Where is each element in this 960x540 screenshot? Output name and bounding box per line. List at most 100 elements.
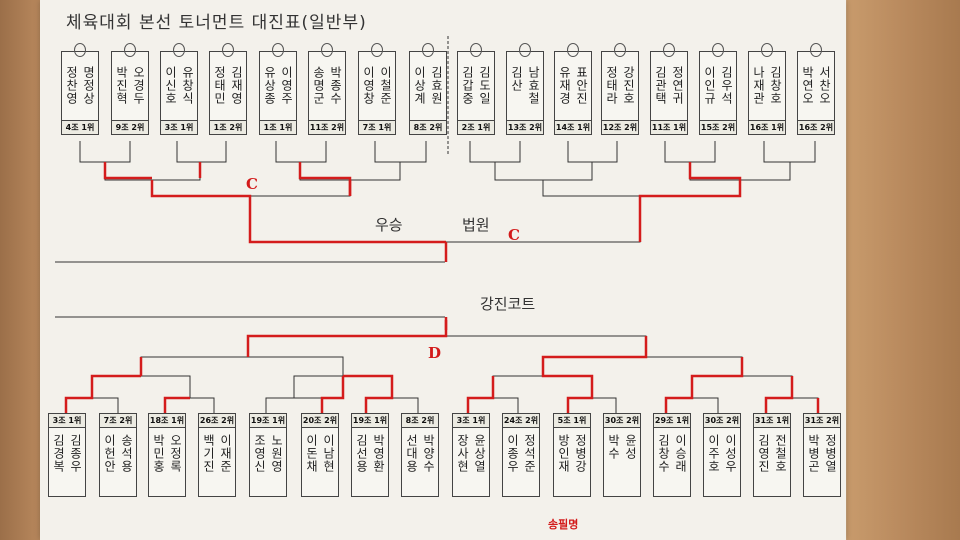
player-name: 박병곤 (806, 434, 821, 473)
ring-hole-icon (272, 43, 284, 57)
player-name: 이헌안 (102, 434, 117, 473)
player-name: 정병열 (823, 434, 838, 473)
ring-hole-icon (422, 43, 434, 57)
player-name: 이남현 (321, 434, 336, 473)
player-name: 이상계 (412, 66, 427, 105)
player-name: 박양수 (421, 434, 436, 473)
player-name: 김산 (509, 66, 524, 92)
player-name: 이인규 (702, 66, 717, 105)
player-name: 정태라 (604, 66, 619, 105)
player-name: 김창호 (768, 66, 783, 105)
player-name: 박민홍 (151, 434, 166, 473)
player-name: 김재영 (229, 66, 244, 105)
player-name: 이영주 (279, 66, 294, 105)
seed-label: 30조 2위 (704, 414, 740, 428)
player-name: 박영환 (371, 434, 386, 473)
seed-label: 7조 1위 (359, 120, 395, 134)
player-name: 이성우 (723, 434, 738, 473)
player-name: 김경복 (51, 434, 66, 473)
ring-hole-icon (519, 43, 531, 57)
player-name: 나재관 (751, 66, 766, 105)
player-name: 정석준 (522, 434, 537, 473)
player-name: 김갑중 (460, 66, 475, 105)
player-name: 표안진 (574, 66, 589, 105)
seed-label: 8조 2위 (402, 414, 438, 428)
seed-label: 20조 2위 (302, 414, 338, 428)
player-name: 이철준 (378, 66, 393, 105)
player-name: 이재준 (218, 434, 233, 473)
player-name: 조영신 (252, 434, 267, 473)
player-name: 김창수 (656, 434, 671, 473)
handwritten-mark-c1: C (246, 175, 258, 193)
seed-label: 2조 1위 (458, 120, 494, 134)
player-name: 윤상열 (472, 434, 487, 473)
seed-label: 8조 2위 (410, 120, 446, 134)
player-name: 김관택 (653, 66, 668, 105)
seed-label: 11조 2위 (309, 120, 345, 134)
ring-hole-icon (567, 43, 579, 57)
bottom-bracket-tree (65, 335, 819, 413)
ring-hole-icon (173, 43, 185, 57)
player-name: 유재경 (557, 66, 572, 105)
player-name: 오경두 (131, 66, 146, 105)
player-name: 김효원 (429, 66, 444, 105)
seed-label: 31조 1위 (754, 414, 790, 428)
player-name: 서찬오 (817, 66, 832, 105)
final-label-right: 법원 (462, 216, 490, 234)
player-name: 정병강 (573, 434, 588, 473)
seed-label: 1조 1위 (260, 120, 296, 134)
ring-hole-icon (614, 43, 626, 57)
player-name: 김도일 (477, 66, 492, 105)
player-name: 윤성 (623, 434, 638, 460)
bottom-court-title: 강진코트 (480, 295, 536, 313)
ring-hole-icon (74, 43, 86, 57)
player-name: 이주호 (706, 434, 721, 473)
seed-label: 1조 2위 (210, 120, 246, 134)
player-name: 박종수 (328, 66, 343, 105)
player-name: 정태민 (212, 66, 227, 105)
page-title: 체육대회 본선 토너먼트 대진표(일반부) (66, 13, 367, 33)
player-name: 선대용 (404, 434, 419, 473)
handwritten-mark-c2: C (508, 226, 520, 244)
seed-label: 16조 2위 (798, 120, 834, 134)
ring-hole-icon (663, 43, 675, 57)
seed-label: 30조 2위 (604, 414, 640, 428)
top-winner-path (103, 162, 742, 330)
player-name: 유상종 (262, 66, 277, 105)
player-name: 방인재 (556, 434, 571, 473)
player-name: 강진호 (621, 66, 636, 105)
player-name: 김영진 (756, 434, 771, 473)
player-name: 이종우 (505, 434, 520, 473)
player-name: 백기진 (201, 434, 216, 473)
